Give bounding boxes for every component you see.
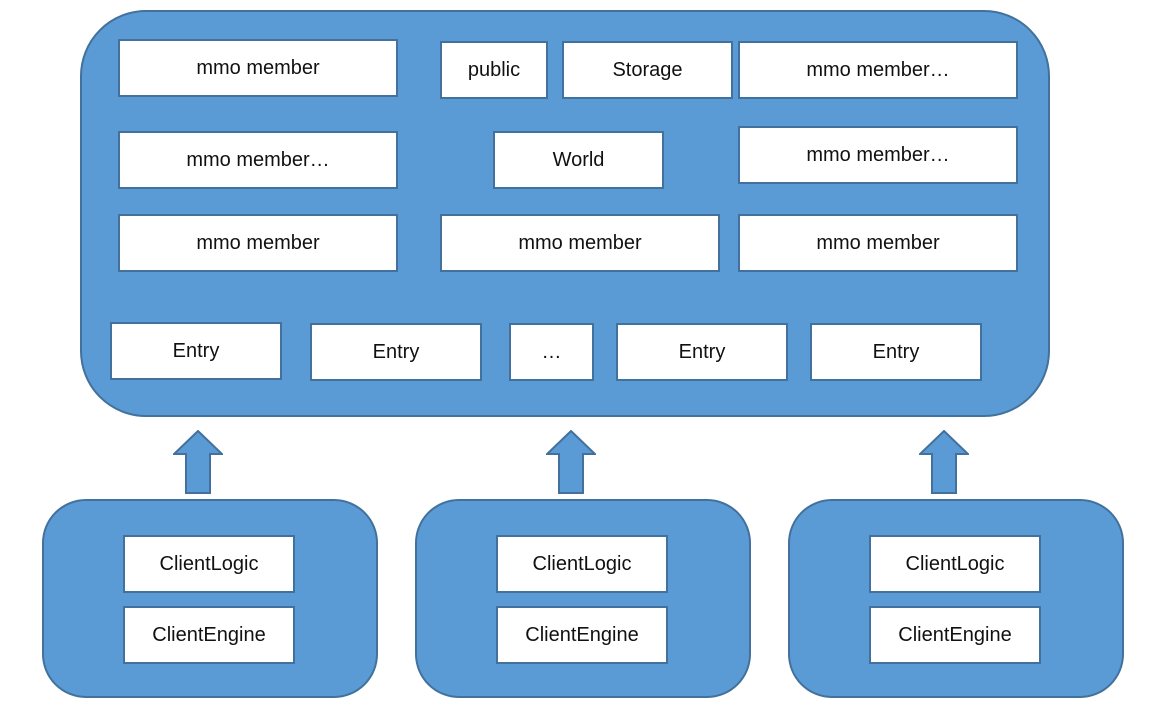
entry-box: Entry [110, 322, 282, 380]
box-label: Entry [372, 340, 420, 363]
client-engine-box: ClientEngine [869, 606, 1041, 664]
client-container [42, 499, 378, 698]
client-container [415, 499, 751, 698]
mmo-member-box: mmo member [118, 39, 398, 97]
ellipsis-box: … [509, 323, 594, 381]
box-label: mmo member [518, 231, 642, 254]
client-logic-box: ClientLogic [869, 535, 1041, 593]
box-label: ClientEngine [525, 623, 639, 646]
entry-box: Entry [616, 323, 788, 381]
mmo-member-box: mmo member… [738, 41, 1018, 99]
entry-box: Entry [810, 323, 982, 381]
public-box: public [440, 41, 548, 99]
client-logic-box: ClientLogic [123, 535, 295, 593]
box-label: ClientLogic [159, 552, 259, 575]
box-label: mmo member… [806, 58, 950, 81]
mmo-member-box: mmo member [440, 214, 720, 272]
box-label: ClientLogic [905, 552, 1005, 575]
mmo-member-box: mmo member [118, 214, 398, 272]
up-arrow-icon [919, 430, 969, 494]
box-label: public [467, 58, 521, 81]
entry-box: Entry [310, 323, 482, 381]
box-label: ClientEngine [898, 623, 1012, 646]
box-label: Entry [872, 340, 920, 363]
box-label: mmo member… [806, 143, 950, 166]
box-label: mmo member… [186, 148, 330, 171]
box-label: … [541, 340, 562, 363]
box-label: mmo member [196, 231, 320, 254]
mmo-member-box: mmo member… [738, 126, 1018, 184]
up-arrow-icon [546, 430, 596, 494]
storage-box: Storage [562, 41, 733, 99]
mmo-member-box: mmo member [738, 214, 1018, 272]
client-engine-box: ClientEngine [496, 606, 668, 664]
box-label: Entry [172, 339, 220, 362]
box-label: mmo member [196, 56, 320, 79]
mmo-member-box: mmo member… [118, 131, 398, 189]
box-label: mmo member [816, 231, 940, 254]
box-label: ClientLogic [532, 552, 632, 575]
client-container [788, 499, 1124, 698]
box-label: Entry [678, 340, 726, 363]
up-arrow-icon [173, 430, 223, 494]
world-box: World [493, 131, 664, 189]
client-engine-box: ClientEngine [123, 606, 295, 664]
box-label: ClientEngine [152, 623, 266, 646]
box-label: Storage [612, 58, 683, 81]
box-label: World [552, 148, 605, 171]
client-logic-box: ClientLogic [496, 535, 668, 593]
